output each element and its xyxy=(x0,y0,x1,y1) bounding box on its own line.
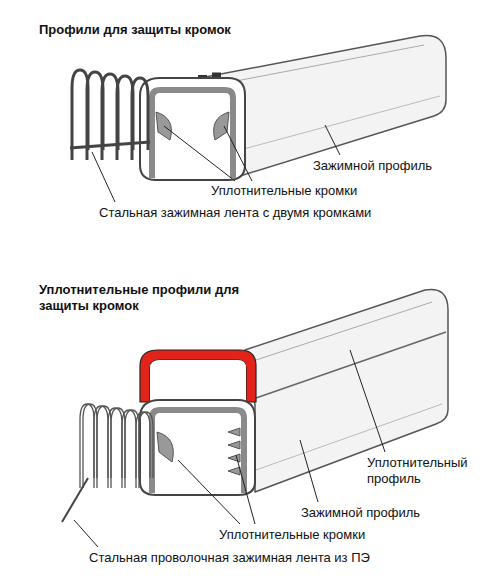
part-label: Зажимной профиль xyxy=(300,505,421,521)
edge-protection-profile xyxy=(70,35,446,180)
part-label: Стальная зажимная лента с двумя кромками xyxy=(98,205,372,221)
section-heading: Профили для защиты кромок xyxy=(38,22,232,38)
sealing-edge-profile xyxy=(62,289,448,522)
part-label: Уплотнительные кромки xyxy=(210,183,358,199)
leader-lines xyxy=(74,125,385,547)
part-label: Уплотнительные кромки xyxy=(218,527,366,543)
part-label: Стальная проволочная зажимная лента из П… xyxy=(88,550,371,566)
part-label: Уплотнительный профиль xyxy=(366,455,494,487)
section-heading: Уплотнительные профили для защиты кромок xyxy=(38,282,272,314)
part-label: Зажимной профиль xyxy=(312,158,433,174)
